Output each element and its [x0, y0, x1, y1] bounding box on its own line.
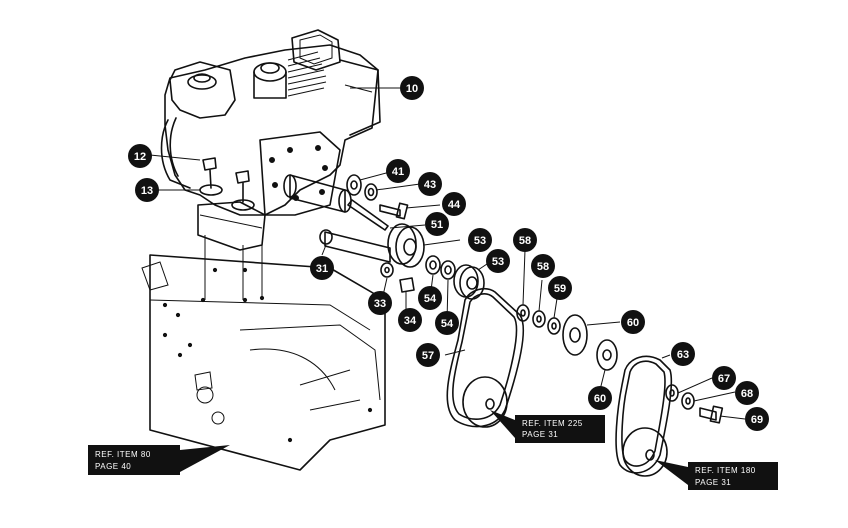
svg-text:58: 58	[519, 235, 531, 247]
svg-text:31: 31	[316, 263, 328, 275]
svg-text:69: 69	[751, 414, 763, 426]
svg-text:67: 67	[718, 373, 730, 385]
callout-33: 33	[368, 291, 392, 315]
svg-text:10: 10	[406, 83, 418, 95]
callout-43: 43	[418, 172, 442, 196]
svg-text:51: 51	[431, 219, 443, 231]
svg-text:PAGE 31: PAGE 31	[695, 478, 731, 487]
belt-63	[615, 355, 673, 477]
callout-63: 63	[671, 342, 695, 366]
svg-text:41: 41	[392, 166, 404, 178]
callout-53-lower: 53	[486, 249, 510, 273]
leader-lines	[149, 87, 746, 420]
svg-text:63: 63	[677, 349, 689, 361]
callout-12: 12	[128, 144, 152, 168]
svg-text:34: 34	[404, 315, 417, 327]
callout-60-lower: 60	[588, 386, 612, 410]
reference-box-item-180: REF. ITEM 180 PAGE 31	[655, 460, 778, 490]
callout-68: 68	[735, 381, 759, 405]
callout-51: 51	[425, 212, 449, 236]
callout-59: 59	[548, 276, 572, 300]
svg-text:53: 53	[474, 235, 486, 247]
callout-58-upper: 58	[513, 228, 537, 252]
svg-text:REF. ITEM 225: REF. ITEM 225	[522, 419, 583, 428]
callout-69: 69	[745, 407, 769, 431]
callout-60-upper: 60	[621, 310, 645, 334]
callout-31: 31	[310, 256, 334, 280]
svg-text:REF. ITEM 80: REF. ITEM 80	[95, 450, 151, 459]
reference-box-item-80: REF. ITEM 80 PAGE 40	[88, 445, 230, 475]
svg-text:60: 60	[594, 393, 606, 405]
callout-34: 34	[398, 308, 422, 332]
svg-text:57: 57	[422, 350, 434, 362]
callout-67: 67	[712, 366, 736, 390]
callout-54-lower: 54	[435, 311, 459, 335]
svg-text:PAGE 31: PAGE 31	[522, 430, 558, 439]
callout-53-upper: 53	[468, 228, 492, 252]
engine-assembly	[160, 29, 381, 251]
svg-text:59: 59	[554, 283, 566, 295]
svg-text:33: 33	[374, 298, 386, 310]
svg-text:54: 54	[441, 318, 454, 330]
svg-text:44: 44	[448, 199, 461, 211]
svg-text:PAGE 40: PAGE 40	[95, 462, 131, 471]
callout-44: 44	[442, 192, 466, 216]
reference-box-item-225: REF. ITEM 225 PAGE 31	[490, 410, 605, 443]
svg-text:68: 68	[741, 388, 753, 400]
frame-housing	[141, 235, 386, 471]
callout-10: 10	[400, 76, 424, 100]
callout-13: 13	[135, 178, 159, 202]
svg-text:53: 53	[492, 256, 504, 268]
callout-58-lower: 58	[531, 254, 555, 278]
svg-text:54: 54	[424, 293, 437, 305]
svg-text:43: 43	[424, 179, 436, 191]
callout-41: 41	[386, 159, 410, 183]
callout-54-upper: 54	[418, 286, 442, 310]
svg-text:12: 12	[134, 151, 146, 163]
svg-text:REF. ITEM 180: REF. ITEM 180	[695, 466, 756, 475]
callout-57: 57	[416, 343, 440, 367]
svg-text:58: 58	[537, 261, 549, 273]
belt-57	[446, 288, 525, 428]
svg-text:13: 13	[141, 185, 153, 197]
svg-text:60: 60	[627, 317, 639, 329]
